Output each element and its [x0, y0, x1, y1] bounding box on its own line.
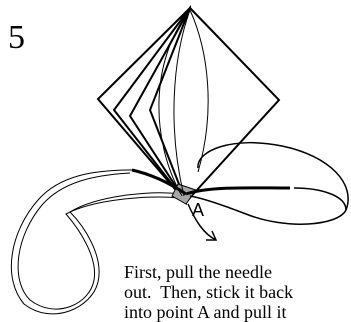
thread-loop-right [189, 142, 349, 225]
stitch-lines [158, 9, 209, 197]
caption-line-2: out. Then, stick it back [124, 282, 294, 302]
needle-arrow [187, 203, 218, 241]
thread-front [131, 168, 347, 211]
point-a-label: A [192, 200, 204, 220]
caption-line-1: First, pull the needle [124, 262, 272, 282]
caption-line-3: into point A and pull it [124, 302, 287, 322]
thread-loop-left [10, 169, 183, 315]
step-number: 5 [8, 19, 25, 56]
